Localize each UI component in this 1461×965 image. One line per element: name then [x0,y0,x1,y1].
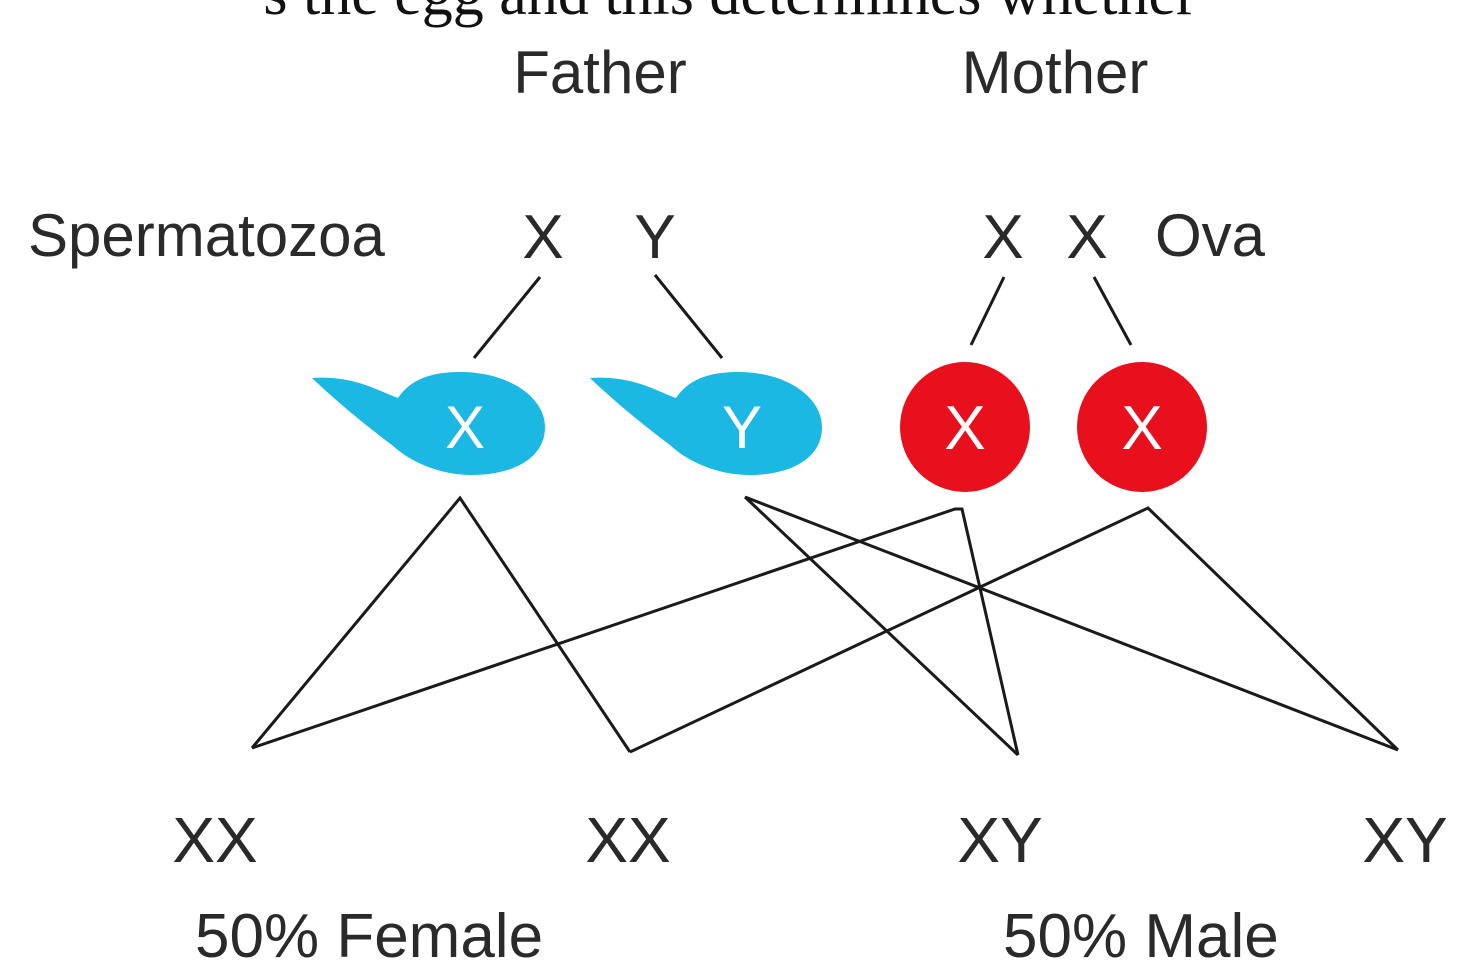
father-chromosome-x: X [522,203,563,272]
sperm-cell-x: X [312,372,545,475]
egg-cell-x-2-letter: X [1121,394,1162,463]
fertilization-lines [250,495,1400,757]
offspring-genotype-1: XX [172,804,257,876]
egg-cell-x-2: X [1077,362,1207,492]
sperm-cell-x-letter: X [445,394,485,461]
sperm-x-branch [250,495,632,753]
ova-label: Ova [1155,202,1266,269]
mother-chromosome-x-2: X [1066,203,1107,272]
offspring-genotype-4: XY [1362,804,1447,876]
sperm-cell-y: Y [590,372,822,475]
sperm-y-to-xy-2 [744,495,1399,752]
egg-cell-icon [900,362,1030,492]
sperm-y-to-xy-1 [743,495,1020,757]
sperm-cell-y-letter: Y [722,394,762,461]
mother-chromosome-x-1: X [982,203,1023,272]
sperm-cell-icon [590,372,822,475]
egg-1-branch [251,507,1020,756]
gamete-connectors [472,274,1133,359]
egg-2-branch [629,506,1400,754]
mother-label: Mother [962,39,1149,106]
male-outcome: 50% Male [1003,902,1279,965]
offspring-genotype-2: XX [585,804,670,876]
father-label: Father [513,39,686,106]
female-outcome: 50% Female [195,902,543,965]
spermatozoa-label: Spermatozoa [28,202,385,269]
offspring-genotype-3: XY [957,804,1042,876]
egg-cell-x-1: X [900,362,1030,492]
egg-cell-x-1-letter: X [944,394,985,463]
father-chromosome-y: Y [634,203,675,272]
cropped-top-text: s the egg and this determines whether [263,0,1197,28]
egg-cell-icon [1077,362,1207,492]
sperm-cell-icon [312,372,545,475]
